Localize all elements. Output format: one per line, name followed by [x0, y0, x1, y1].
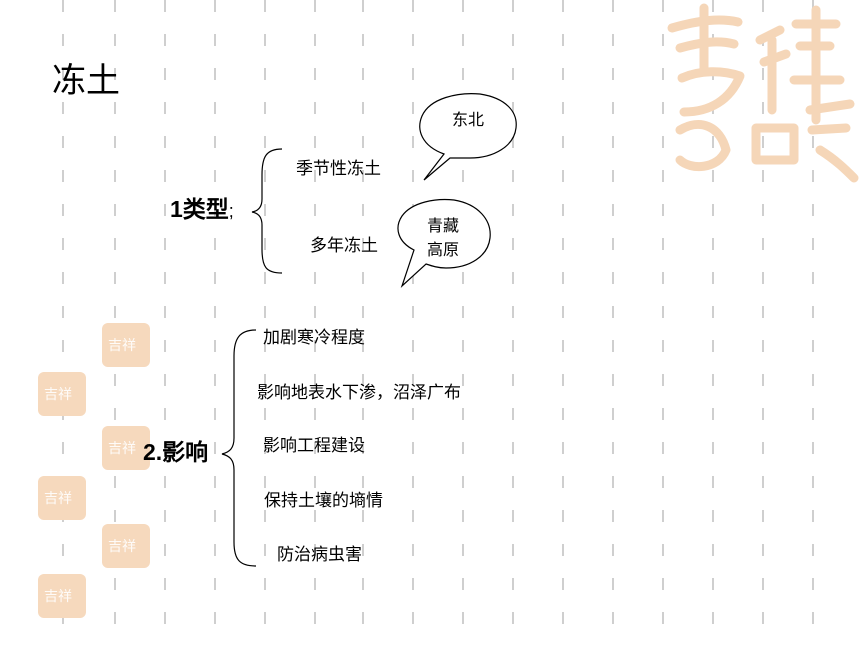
bubble-text-northeast: 东北 — [451, 110, 484, 129]
page-title: 冻土 — [52, 61, 120, 101]
seal-stamp: 吉祥 — [102, 524, 150, 568]
section2-item: 加剧寒冷程度 — [263, 328, 365, 348]
seal-stamp: 吉祥 — [102, 323, 150, 367]
section2-item: 保持土壤的墒情 — [264, 491, 383, 511]
section1-heading-punct: ; — [228, 201, 234, 221]
section2-brace — [221, 329, 257, 567]
seal-stamp: 吉祥 — [38, 372, 86, 416]
calligraphy-watermark — [667, 3, 859, 183]
section1-brace — [251, 148, 283, 274]
seal-stamp: 吉祥 — [102, 426, 150, 470]
section1-heading: 1类型; — [170, 198, 234, 221]
bubble-text-tibet-2: 高原 — [426, 240, 459, 259]
section1-item: 多年冻土 — [310, 236, 378, 256]
speech-bubble-northeast — [419, 93, 517, 181]
seal-stamp: 吉祥 — [38, 476, 86, 520]
speech-bubble-tibet — [397, 198, 491, 289]
section2-heading: 2.影响 — [143, 439, 209, 465]
section1-item: 季节性冻土 — [296, 159, 381, 179]
seal-stamp: 吉祥 — [38, 574, 86, 618]
section2-item: 影响地表水下渗，沼泽广布 — [257, 383, 461, 403]
bubble-text-tibet-1: 青藏 — [426, 216, 459, 235]
section2-item: 影响工程建设 — [263, 436, 365, 456]
section1-heading-label: 1类型 — [170, 196, 229, 222]
section2-item: 防治病虫害 — [277, 545, 362, 565]
